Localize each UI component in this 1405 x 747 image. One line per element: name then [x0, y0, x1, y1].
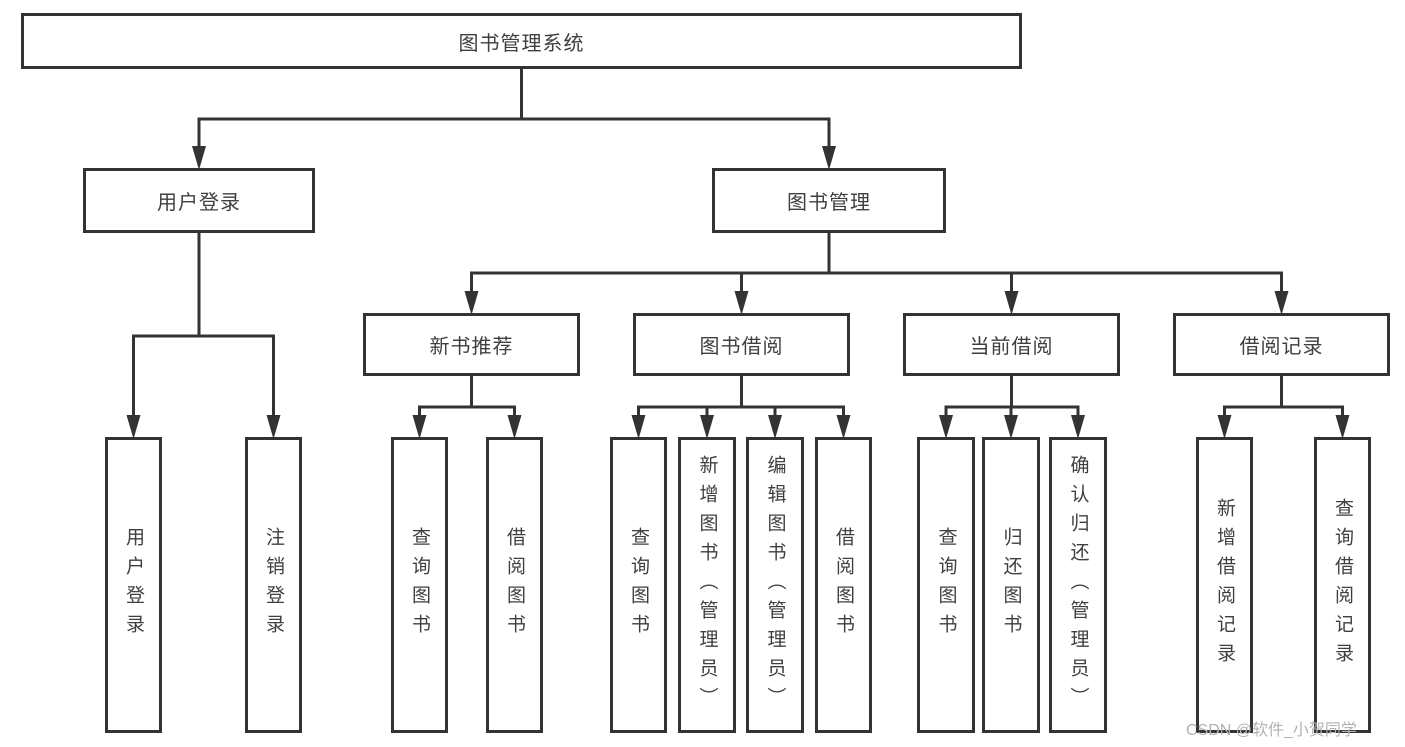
node-book-borrow: 图书借阅 — [633, 313, 850, 376]
leaf-return-book: 归还图书 — [982, 437, 1040, 733]
leaf-logout-label: 注销登录 — [263, 527, 284, 643]
leaf-confirm-return-admin: 确认归还（管理员） — [1049, 437, 1107, 733]
connector-user-login-to-leaves — [126, 231, 281, 439]
leaf-add-book-admin-label: 新增图书（管理员） — [696, 454, 718, 716]
leaf-query-borrow-record: 查询借阅记录 — [1314, 437, 1371, 733]
connector-current-borrow-to-leaves — [939, 374, 1085, 439]
leaf-return-book-label: 归还图书 — [1000, 527, 1022, 643]
leaf-query-book-borrow-label: 查询图书 — [628, 527, 649, 643]
leaf-edit-book-admin-label: 编辑图书（管理员） — [764, 454, 786, 716]
node-book-management-label: 图书管理 — [787, 192, 871, 214]
connector-new-book-recommend-to-leaves — [412, 374, 522, 439]
leaf-query-book-borrow: 查询图书 — [610, 437, 667, 733]
leaf-add-borrow-record-label: 新增借阅记录 — [1214, 498, 1235, 672]
leaf-query-book-current: 查询图书 — [917, 437, 975, 733]
leaf-user-login-label: 用户登录 — [123, 527, 144, 643]
csdn-watermark: CSDN @软件_小贺同学 — [1186, 722, 1357, 739]
node-current-borrow: 当前借阅 — [903, 313, 1120, 376]
leaf-query-book-current-label: 查询图书 — [935, 527, 957, 643]
node-book-management: 图书管理 — [712, 168, 946, 233]
node-new-book-recommend-label: 新书推荐 — [429, 336, 514, 358]
leaf-logout: 注销登录 — [245, 437, 302, 733]
leaf-confirm-return-admin-label: 确认归还（管理员） — [1067, 454, 1089, 716]
leaf-query-borrow-record-label: 查询借阅记录 — [1332, 498, 1353, 672]
connector-book-borrow-to-leaves — [631, 374, 851, 439]
node-root-label: 图书管理系统 — [458, 32, 585, 55]
leaf-query-book-recommend: 查询图书 — [391, 437, 448, 733]
node-user-login: 用户登录 — [83, 168, 315, 233]
node-root: 图书管理系统 — [21, 13, 1022, 69]
connector-book-management-to-modules — [464, 231, 1289, 315]
leaf-query-book-recommend-label: 查询图书 — [409, 527, 430, 643]
leaf-user-login: 用户登录 — [105, 437, 162, 733]
node-borrow-records-label: 借阅记录 — [1239, 336, 1324, 358]
connector-root-to-level2 — [192, 68, 836, 170]
leaf-borrow-book-recommend-label: 借阅图书 — [504, 527, 525, 643]
leaf-add-borrow-record: 新增借阅记录 — [1196, 437, 1253, 733]
node-borrow-records: 借阅记录 — [1173, 313, 1390, 376]
node-new-book-recommend: 新书推荐 — [363, 313, 580, 376]
node-current-borrow-label: 当前借阅 — [969, 336, 1054, 358]
leaf-edit-book-admin: 编辑图书（管理员） — [746, 437, 804, 733]
node-book-borrow-label: 图书借阅 — [699, 336, 784, 358]
leaf-add-book-admin: 新增图书（管理员） — [678, 437, 736, 733]
node-user-login-label: 用户登录 — [157, 192, 241, 214]
leaf-borrow-book: 借阅图书 — [815, 437, 872, 733]
leaf-borrow-book-recommend: 借阅图书 — [486, 437, 543, 733]
leaf-borrow-book-label: 借阅图书 — [833, 527, 854, 643]
connector-borrow-records-to-leaves — [1217, 374, 1350, 439]
